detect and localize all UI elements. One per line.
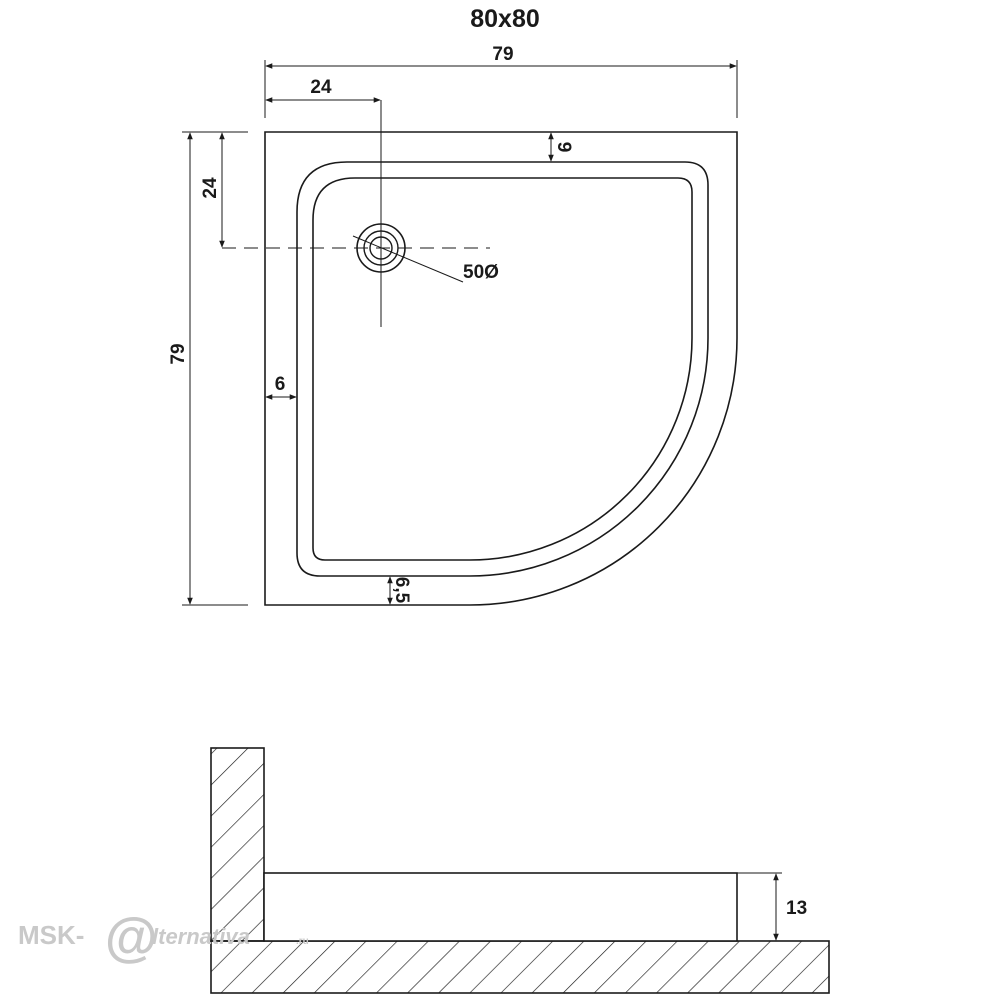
wall-section (210, 747, 265, 942)
overall-width-label: 79 (492, 44, 513, 65)
rim-bottom-label: 6,5 (391, 577, 412, 604)
drain-diameter-leader (352, 235, 464, 283)
drain-offset-y-label: 24 (200, 177, 221, 199)
height-label: 13 (786, 898, 807, 919)
watermark-suffix: .ru (296, 936, 309, 947)
section-view: 13 (210, 747, 830, 994)
watermark-right: lternativa (152, 924, 250, 949)
floor-section (210, 940, 830, 994)
watermark-logo: MSK- @ lternativa .ru (18, 908, 309, 968)
overall-depth-label: 79 (168, 343, 189, 364)
drain-offset-x-label: 24 (310, 77, 332, 98)
watermark-left: MSK- (18, 920, 84, 950)
rim-outer (296, 161, 709, 577)
rim-top-label: 9 (553, 142, 574, 153)
rim-left-label: 6 (275, 374, 286, 395)
drawing-title: 80x80 (470, 5, 540, 33)
drain-diameter-label: 50Ø (463, 262, 499, 283)
top-view: 50Ø 79 24 79 24 9 6 6,5 (168, 44, 738, 606)
watermark-mark: @ (104, 908, 157, 968)
rim-inner (312, 177, 693, 561)
tray-outline (264, 131, 738, 606)
tray-profile (263, 872, 738, 942)
